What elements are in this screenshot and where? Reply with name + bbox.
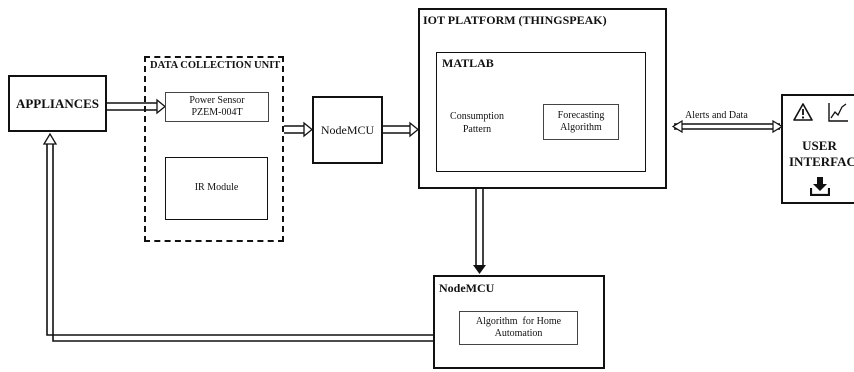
home-automation-label-line1: Algorithm for Home	[475, 315, 562, 327]
power-sensor-label: Power Sensor	[189, 94, 245, 106]
ir-module-box: IR Module	[165, 157, 268, 220]
data-collection-unit-group	[144, 56, 284, 242]
trend-chart-icon	[827, 101, 849, 128]
matlab-title: MATLAB	[442, 56, 494, 70]
arrow-nodemcu-to-iot-platform	[383, 121, 420, 138]
appliances-box: APPLIANCES	[8, 75, 107, 132]
nodemcu-top-box: NodeMCU	[312, 96, 383, 164]
home-automation-label-line2: Automation	[494, 328, 543, 339]
appliances-label: APPLIANCES	[15, 95, 100, 111]
user-interface-box: USER INTERFACE	[781, 94, 854, 204]
download-icon	[809, 176, 831, 201]
arrow-iot-to-nodemcu-bottom	[473, 189, 486, 274]
user-interface-label-line2: INTERFACE	[789, 154, 854, 169]
forecasting-label: Forecasting	[557, 109, 605, 121]
alerts-and-data-label: Alerts and Data	[685, 110, 748, 121]
home-automation-algorithm-box: Algorithm for Home Automation	[459, 311, 578, 345]
arrow-appliances-to-power-sensor	[107, 98, 167, 115]
algorithm-label: Algorithm	[560, 122, 602, 133]
pattern-label: Pattern	[462, 123, 492, 135]
arrow-feedback-to-appliances	[42, 132, 433, 342]
ir-module-label: IR Module	[194, 182, 239, 194]
nodemcu-top-label: NodeMCU	[320, 122, 375, 137]
power-sensor-box: Power Sensor PZEM-004T	[165, 92, 269, 122]
arrow-data-collection-to-nodemcu	[284, 121, 314, 138]
consumption-label: Consumption	[450, 111, 504, 122]
user-interface-label-line1: USER	[802, 138, 837, 153]
warning-icon	[793, 103, 813, 126]
power-sensor-model: PZEM-004T	[191, 107, 243, 118]
data-collection-unit-title: DATA COLLECTION UNIT	[150, 60, 281, 71]
nodemcu-bottom-title: NodeMCU	[439, 281, 495, 295]
matlab-box	[436, 52, 646, 172]
forecasting-algorithm-box: Forecasting Algorithm	[543, 104, 619, 140]
consumption-pattern-text: Consumption Pattern	[444, 111, 510, 136]
iot-platform-title: IOT PLATFORM (THINGSPEAK)	[423, 13, 607, 27]
arrow-iot-user-interface-bidirectional	[671, 119, 784, 134]
